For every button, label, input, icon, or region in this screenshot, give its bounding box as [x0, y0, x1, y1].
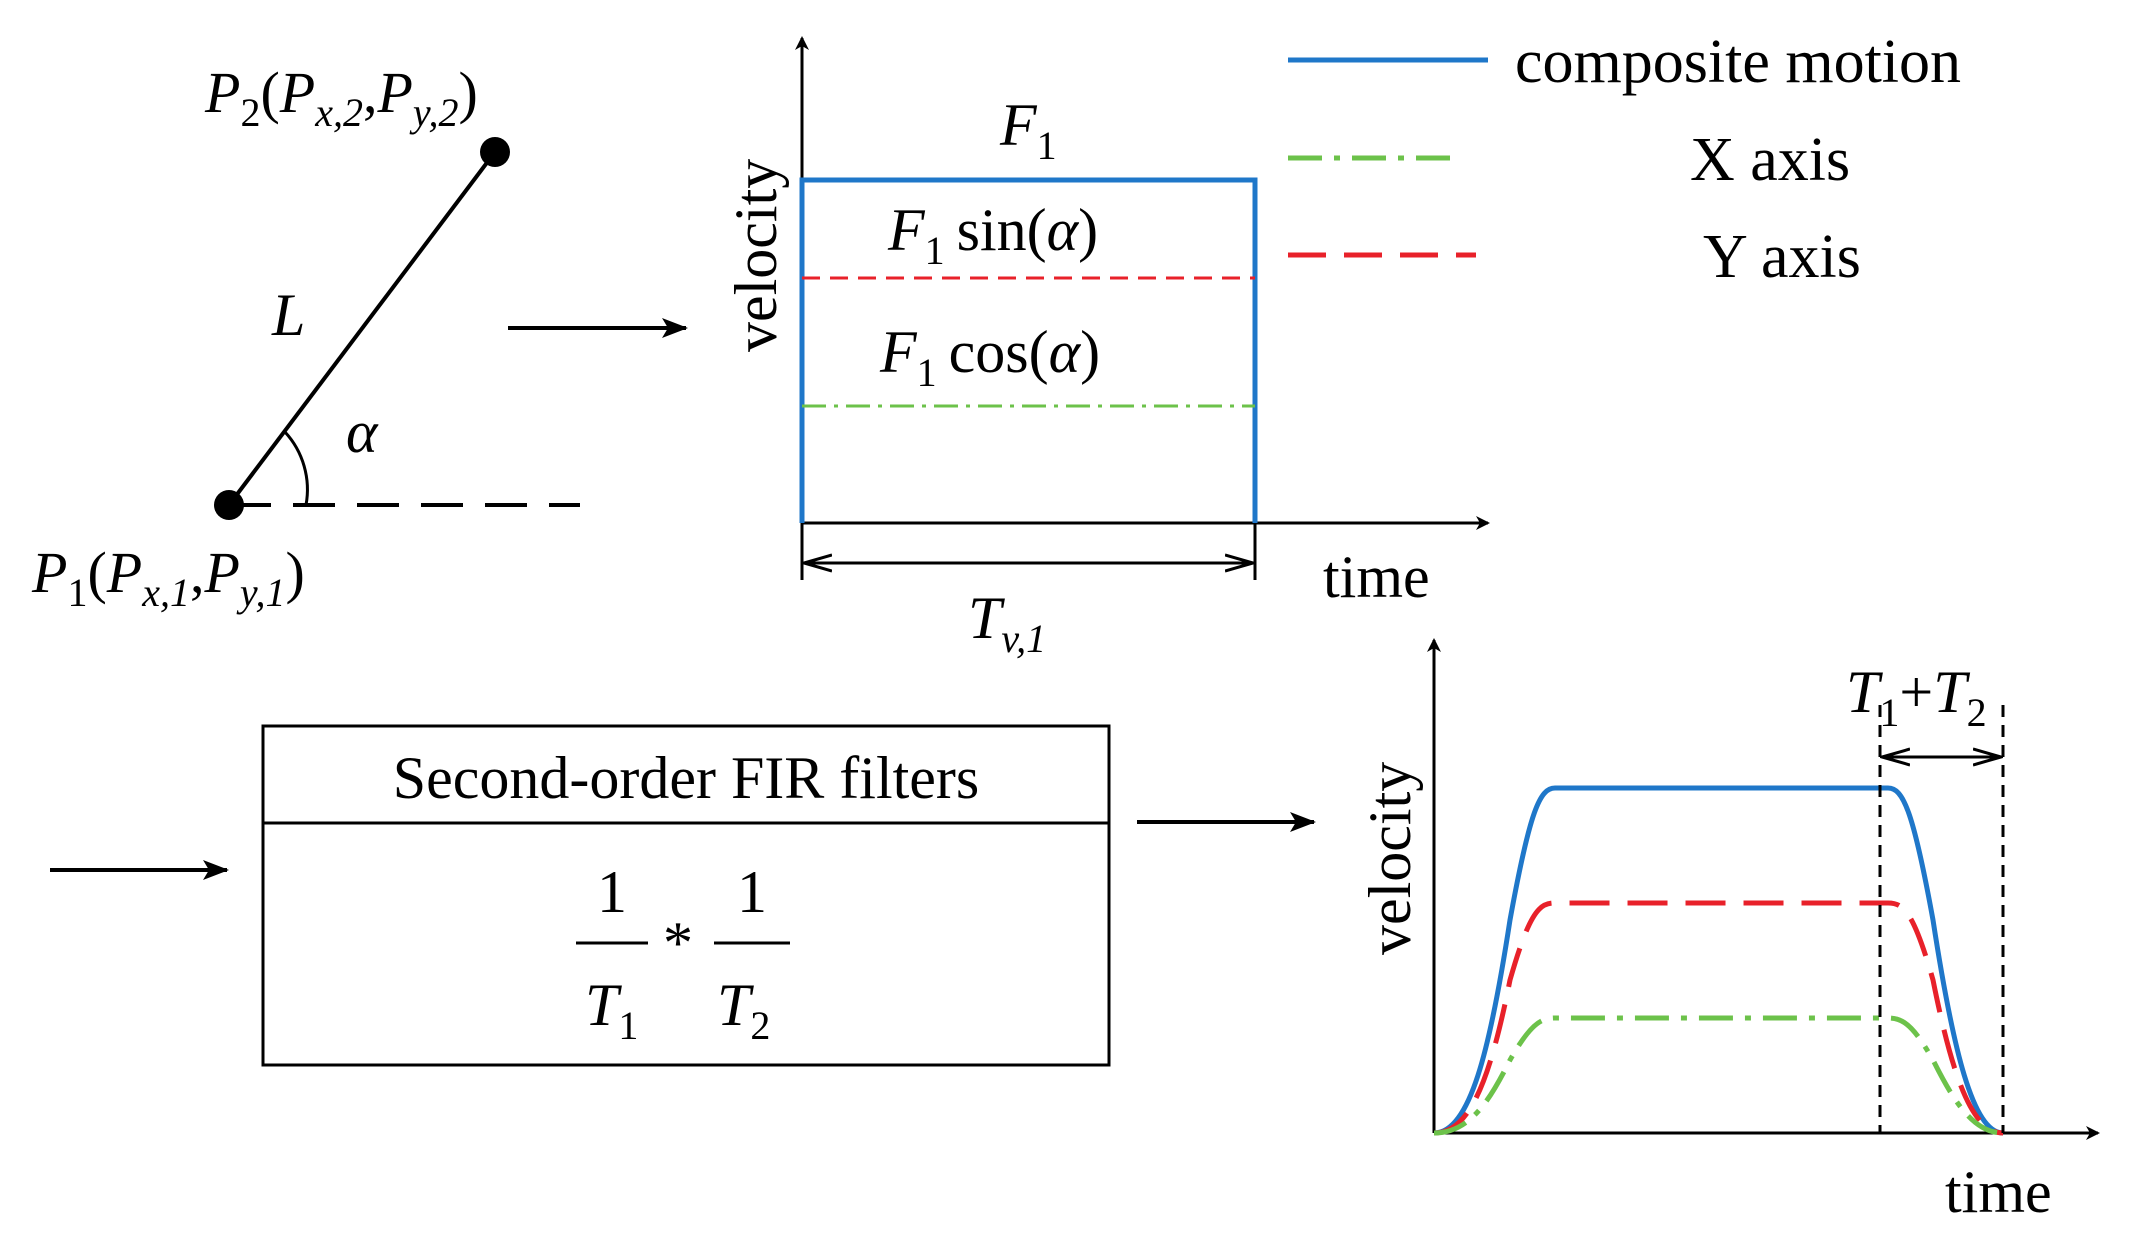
input-x-axis-label: time — [1323, 544, 1430, 610]
fraction1-denominator: T1 — [585, 972, 638, 1048]
y-axis-smoothed-curve — [1433, 900, 2004, 1136]
filter-block-title: Second-order FIR filters — [393, 745, 980, 811]
angle-label: α — [346, 399, 379, 465]
legend-label-y-axis: Y axis — [1703, 223, 1861, 291]
filter-block-border — [261, 724, 1111, 1067]
p1-label: P1(Px,1,Py,1) — [31, 540, 305, 615]
angle-arc — [283, 430, 309, 506]
filter-block: Second-order FIR filters 1 T1 * 1 T2 — [261, 724, 1111, 1067]
segment-line — [227, 150, 497, 507]
p1-point — [214, 490, 244, 520]
x-axis-smoothed-curve — [1433, 1015, 2004, 1136]
output-profile-plot: velocity time T1+T2 — [1357, 638, 2100, 1225]
duration-label: Tv,1 — [968, 585, 1046, 661]
fraction2-denominator: T2 — [717, 972, 770, 1048]
p2-point — [480, 137, 510, 167]
legend-label-composite: composite motion — [1515, 28, 1961, 96]
fraction1-numerator: 1 — [597, 859, 627, 925]
length-label: L — [271, 282, 305, 348]
composite-rect-pulse — [799, 177, 1258, 523]
fraction2-numerator: 1 — [737, 859, 767, 925]
legend-label-x-axis: X axis — [1690, 126, 1850, 194]
label-f1: F1 — [999, 92, 1057, 168]
p2-label: P2(Px,2,Py,2) — [204, 60, 478, 135]
output-y-axis-label: velocity — [1357, 762, 1423, 955]
output-x-axis-label: time — [1945, 1159, 2052, 1225]
line-segment-figure: P2(Px,2,Py,2) P1(Px,1,Py,1) L α — [31, 60, 580, 615]
legend: composite motion X axis Y axis — [1288, 28, 1961, 291]
input-y-axis-label: velocity — [723, 159, 789, 352]
convolution-operator: * — [663, 910, 693, 976]
window-label: T1+T2 — [1846, 659, 1987, 735]
composite-smoothed-curve — [1433, 785, 2004, 1136]
